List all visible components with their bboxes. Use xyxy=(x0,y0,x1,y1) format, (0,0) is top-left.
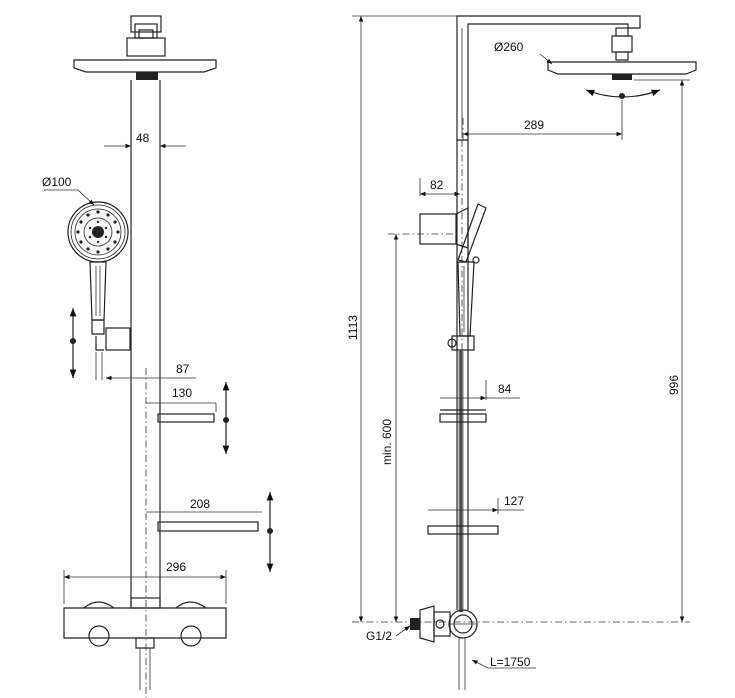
dim-inlet-thread: G1/2 xyxy=(366,625,411,643)
dim-min-height: min. 600 xyxy=(380,233,460,622)
shower-arm-mount xyxy=(126,15,166,57)
dim-bar-width: 48 xyxy=(104,131,186,149)
thermostat-side xyxy=(410,605,478,690)
dim-hand-shower-dia: Ø100 xyxy=(42,175,95,206)
hand-shower-side xyxy=(447,203,487,351)
label-shelf-large: 208 xyxy=(190,497,210,511)
label-total-height: 1113 xyxy=(346,315,360,340)
label-inlet-thread: G1/2 xyxy=(366,629,392,643)
shower-arm-side xyxy=(456,15,641,141)
dim-hand-shower-offset: 87 xyxy=(106,362,196,698)
thermostat-front xyxy=(63,597,227,690)
label-head-height: 996 xyxy=(667,375,681,395)
hand-shower-front xyxy=(67,201,131,380)
shelf-small-side: 84 xyxy=(439,380,520,423)
dim-hose-length: L=1750 xyxy=(471,655,536,669)
label-bar-width: 48 xyxy=(136,131,150,145)
dim-head-height: 996 xyxy=(634,79,690,622)
label-holder-depth: 82 xyxy=(430,178,444,192)
label-arm-projection: 289 xyxy=(524,118,544,132)
head-shower-side xyxy=(547,61,697,99)
label-shelf-small-depth: 84 xyxy=(498,382,512,396)
head-shower-front xyxy=(73,59,217,80)
label-head-dia: Ø260 xyxy=(494,40,524,54)
label-hose-length: L=1750 xyxy=(490,655,531,669)
label-shelf-small: 130 xyxy=(172,386,192,400)
label-min-height: min. 600 xyxy=(380,419,394,465)
dim-arm-projection: 289 xyxy=(462,100,623,140)
dim-total-height: 1113 xyxy=(346,15,457,622)
shelf-large-front: 208 xyxy=(146,492,274,572)
shelf-large-side: 127 xyxy=(427,494,524,535)
label-hand-shower-offset: 87 xyxy=(176,362,190,376)
front-view: 48 Ø xyxy=(42,15,274,698)
adjust-arrow-hand-shower xyxy=(69,308,77,378)
riser-bar-front xyxy=(130,80,161,606)
dim-thermostat-width: 296 xyxy=(63,560,227,604)
label-hand-shower-dia: Ø100 xyxy=(42,175,72,189)
dim-holder-depth: 82 xyxy=(419,178,460,197)
shelf-small-front: 130 xyxy=(146,382,230,454)
label-shelf-large-depth: 127 xyxy=(504,494,524,508)
label-thermostat-width: 296 xyxy=(166,560,186,574)
hand-shower-holder-side xyxy=(419,207,469,249)
side-view: Ø260 289 1113 82 xyxy=(346,15,697,690)
